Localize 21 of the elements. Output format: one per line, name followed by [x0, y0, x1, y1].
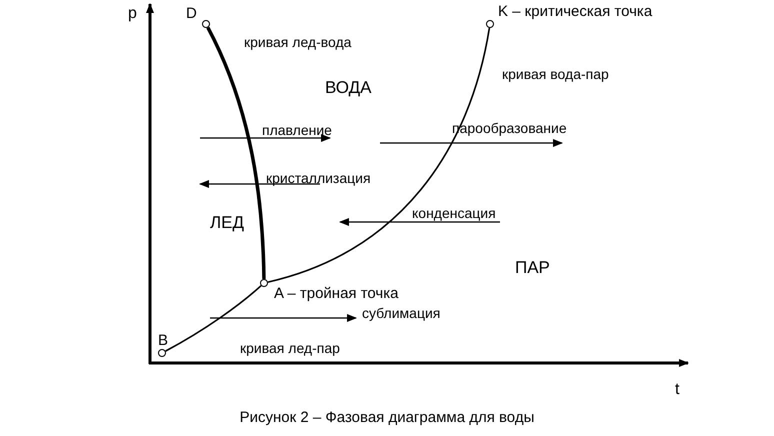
process-label: плавление: [262, 122, 332, 138]
point-marker: [158, 349, 166, 357]
figure-caption: Рисунок 2 – Фазовая диаграмма для воды: [238, 410, 536, 426]
axis-label: t: [675, 382, 680, 398]
point-label: B: [158, 333, 168, 349]
process-label: сублимация: [362, 305, 440, 321]
region-label: ПАР: [515, 260, 550, 276]
point-label: A – тройная точка: [274, 286, 398, 302]
axis-label: p: [128, 6, 137, 22]
phase-curve: [206, 26, 266, 280]
point-label: K – критическая точка: [498, 4, 652, 20]
point-label: D: [186, 6, 197, 22]
point-marker: [486, 20, 494, 28]
point-marker: [260, 279, 268, 287]
region-label: ВОДА: [325, 80, 372, 96]
region-label: ЛЕД: [210, 215, 244, 231]
phase-curve: [268, 28, 490, 283]
process-label: конденсация: [412, 205, 496, 221]
process-label: кристаллизация: [266, 170, 371, 186]
point-marker: [202, 20, 210, 28]
phase-curve: [165, 285, 262, 352]
